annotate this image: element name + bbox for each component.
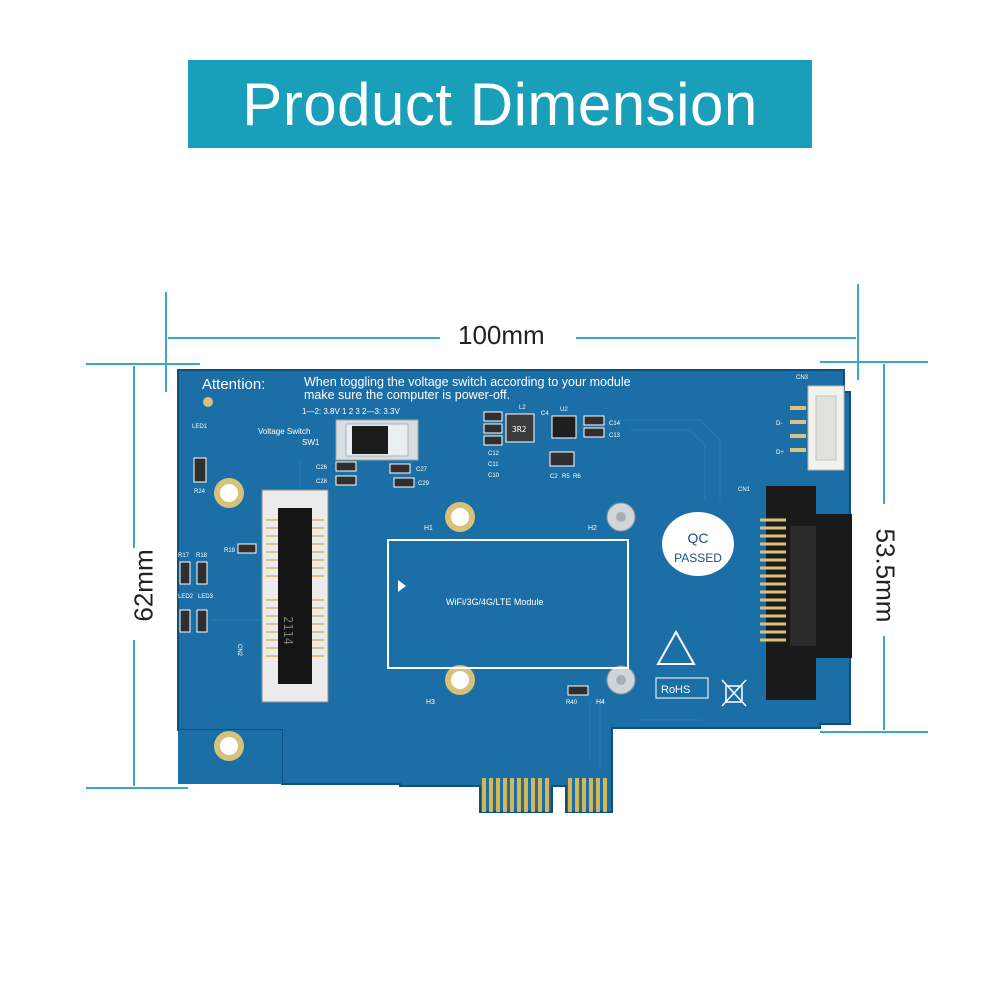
label-d-plus: D+ — [776, 450, 784, 456]
label-cn3: CN3 — [796, 375, 809, 381]
pcie-gold-fingers — [482, 778, 607, 812]
attention-label: Attention: — [202, 376, 265, 393]
led1 — [193, 457, 207, 483]
rohs-label: RoHS — [661, 684, 690, 696]
dimension-width-label: 100mm — [448, 320, 555, 351]
attention-line1: When toggling the voltage switch accordi… — [304, 375, 631, 389]
module-outline — [387, 539, 629, 669]
title-banner: Product Dimension — [188, 60, 812, 148]
label-c27: C27 — [416, 467, 428, 473]
label-r24: R24 — [194, 489, 206, 495]
label-r18: R18 — [196, 553, 208, 559]
mounting-holes — [203, 397, 636, 761]
led3 — [196, 609, 208, 633]
label-cn2: CN2 — [236, 644, 242, 657]
smd-components — [335, 411, 605, 488]
sata-connector — [760, 486, 852, 700]
weee-bin-icon — [721, 679, 747, 707]
label-c4: C4 — [541, 411, 549, 417]
label-led3: LED3 — [198, 594, 214, 600]
label-led2: LED2 — [178, 594, 194, 600]
voltage-switch-label: Voltage Switch — [258, 427, 310, 436]
r17 — [179, 561, 191, 585]
mini-pcie-slot — [261, 489, 329, 703]
banner-title: Product Dimension — [242, 70, 758, 138]
label-l2: L2 — [519, 405, 526, 411]
label-c12: C12 — [488, 451, 500, 457]
qc-passed-sticker: QC PASSED — [662, 512, 734, 576]
label-r40: R40 — [566, 700, 578, 706]
label-u2: U2 — [560, 407, 568, 413]
qc-line1: QC — [688, 530, 709, 546]
led2 — [179, 609, 191, 633]
r19 — [237, 543, 257, 554]
sw1-label: SW1 — [302, 438, 320, 447]
label-h1: H1 — [424, 525, 433, 532]
label-c28: C28 — [316, 479, 328, 485]
rohs-box — [655, 677, 709, 699]
label-c29: C29 — [418, 481, 430, 487]
label-c26: C26 — [316, 465, 328, 471]
label-r19: R19 — [224, 548, 236, 554]
r18 — [196, 561, 208, 585]
dimension-height-label: 62mm — [128, 549, 160, 622]
label-h3: H3 — [426, 699, 435, 706]
label-r17: R17 — [178, 553, 190, 559]
voltage-switch — [335, 419, 419, 461]
inductor-mark: 3R2 — [512, 425, 527, 434]
label-d-minus: D- — [776, 421, 782, 427]
dimension-side-height-label: 53.5mm — [869, 528, 901, 623]
module-label: WiFi/3G/4G/LTE Module — [446, 597, 543, 607]
label-c2: C2 — [550, 474, 558, 480]
label-cn1: CN1 — [738, 487, 751, 493]
label-h2: H2 — [588, 525, 597, 532]
label-c14: C14 — [609, 421, 621, 427]
module-arrow — [398, 580, 406, 592]
label-r6: R6 — [573, 474, 581, 480]
inductor-l2 — [505, 413, 535, 443]
label-h4: H4 — [596, 699, 605, 706]
usb-header-cn3 — [790, 385, 845, 471]
chip-u2 — [551, 415, 577, 439]
label-c10: C10 — [488, 473, 500, 479]
label-c13: C13 — [609, 433, 621, 439]
label-r5: R5 — [562, 474, 570, 480]
esd-warning-icon — [656, 629, 696, 665]
label-c11: C11 — [488, 462, 499, 468]
r40 — [567, 685, 589, 696]
switch-positions: 1—2: 3.8V 1 2 3 2—3: 3.3V — [302, 407, 401, 416]
dimension-lines — [86, 284, 928, 789]
label-led1: LED1 — [192, 424, 208, 430]
qc-line2: PASSED — [674, 551, 722, 565]
attention-line2: make sure the computer is power-off. — [304, 388, 510, 402]
slot-mark: 2114 — [281, 616, 295, 645]
